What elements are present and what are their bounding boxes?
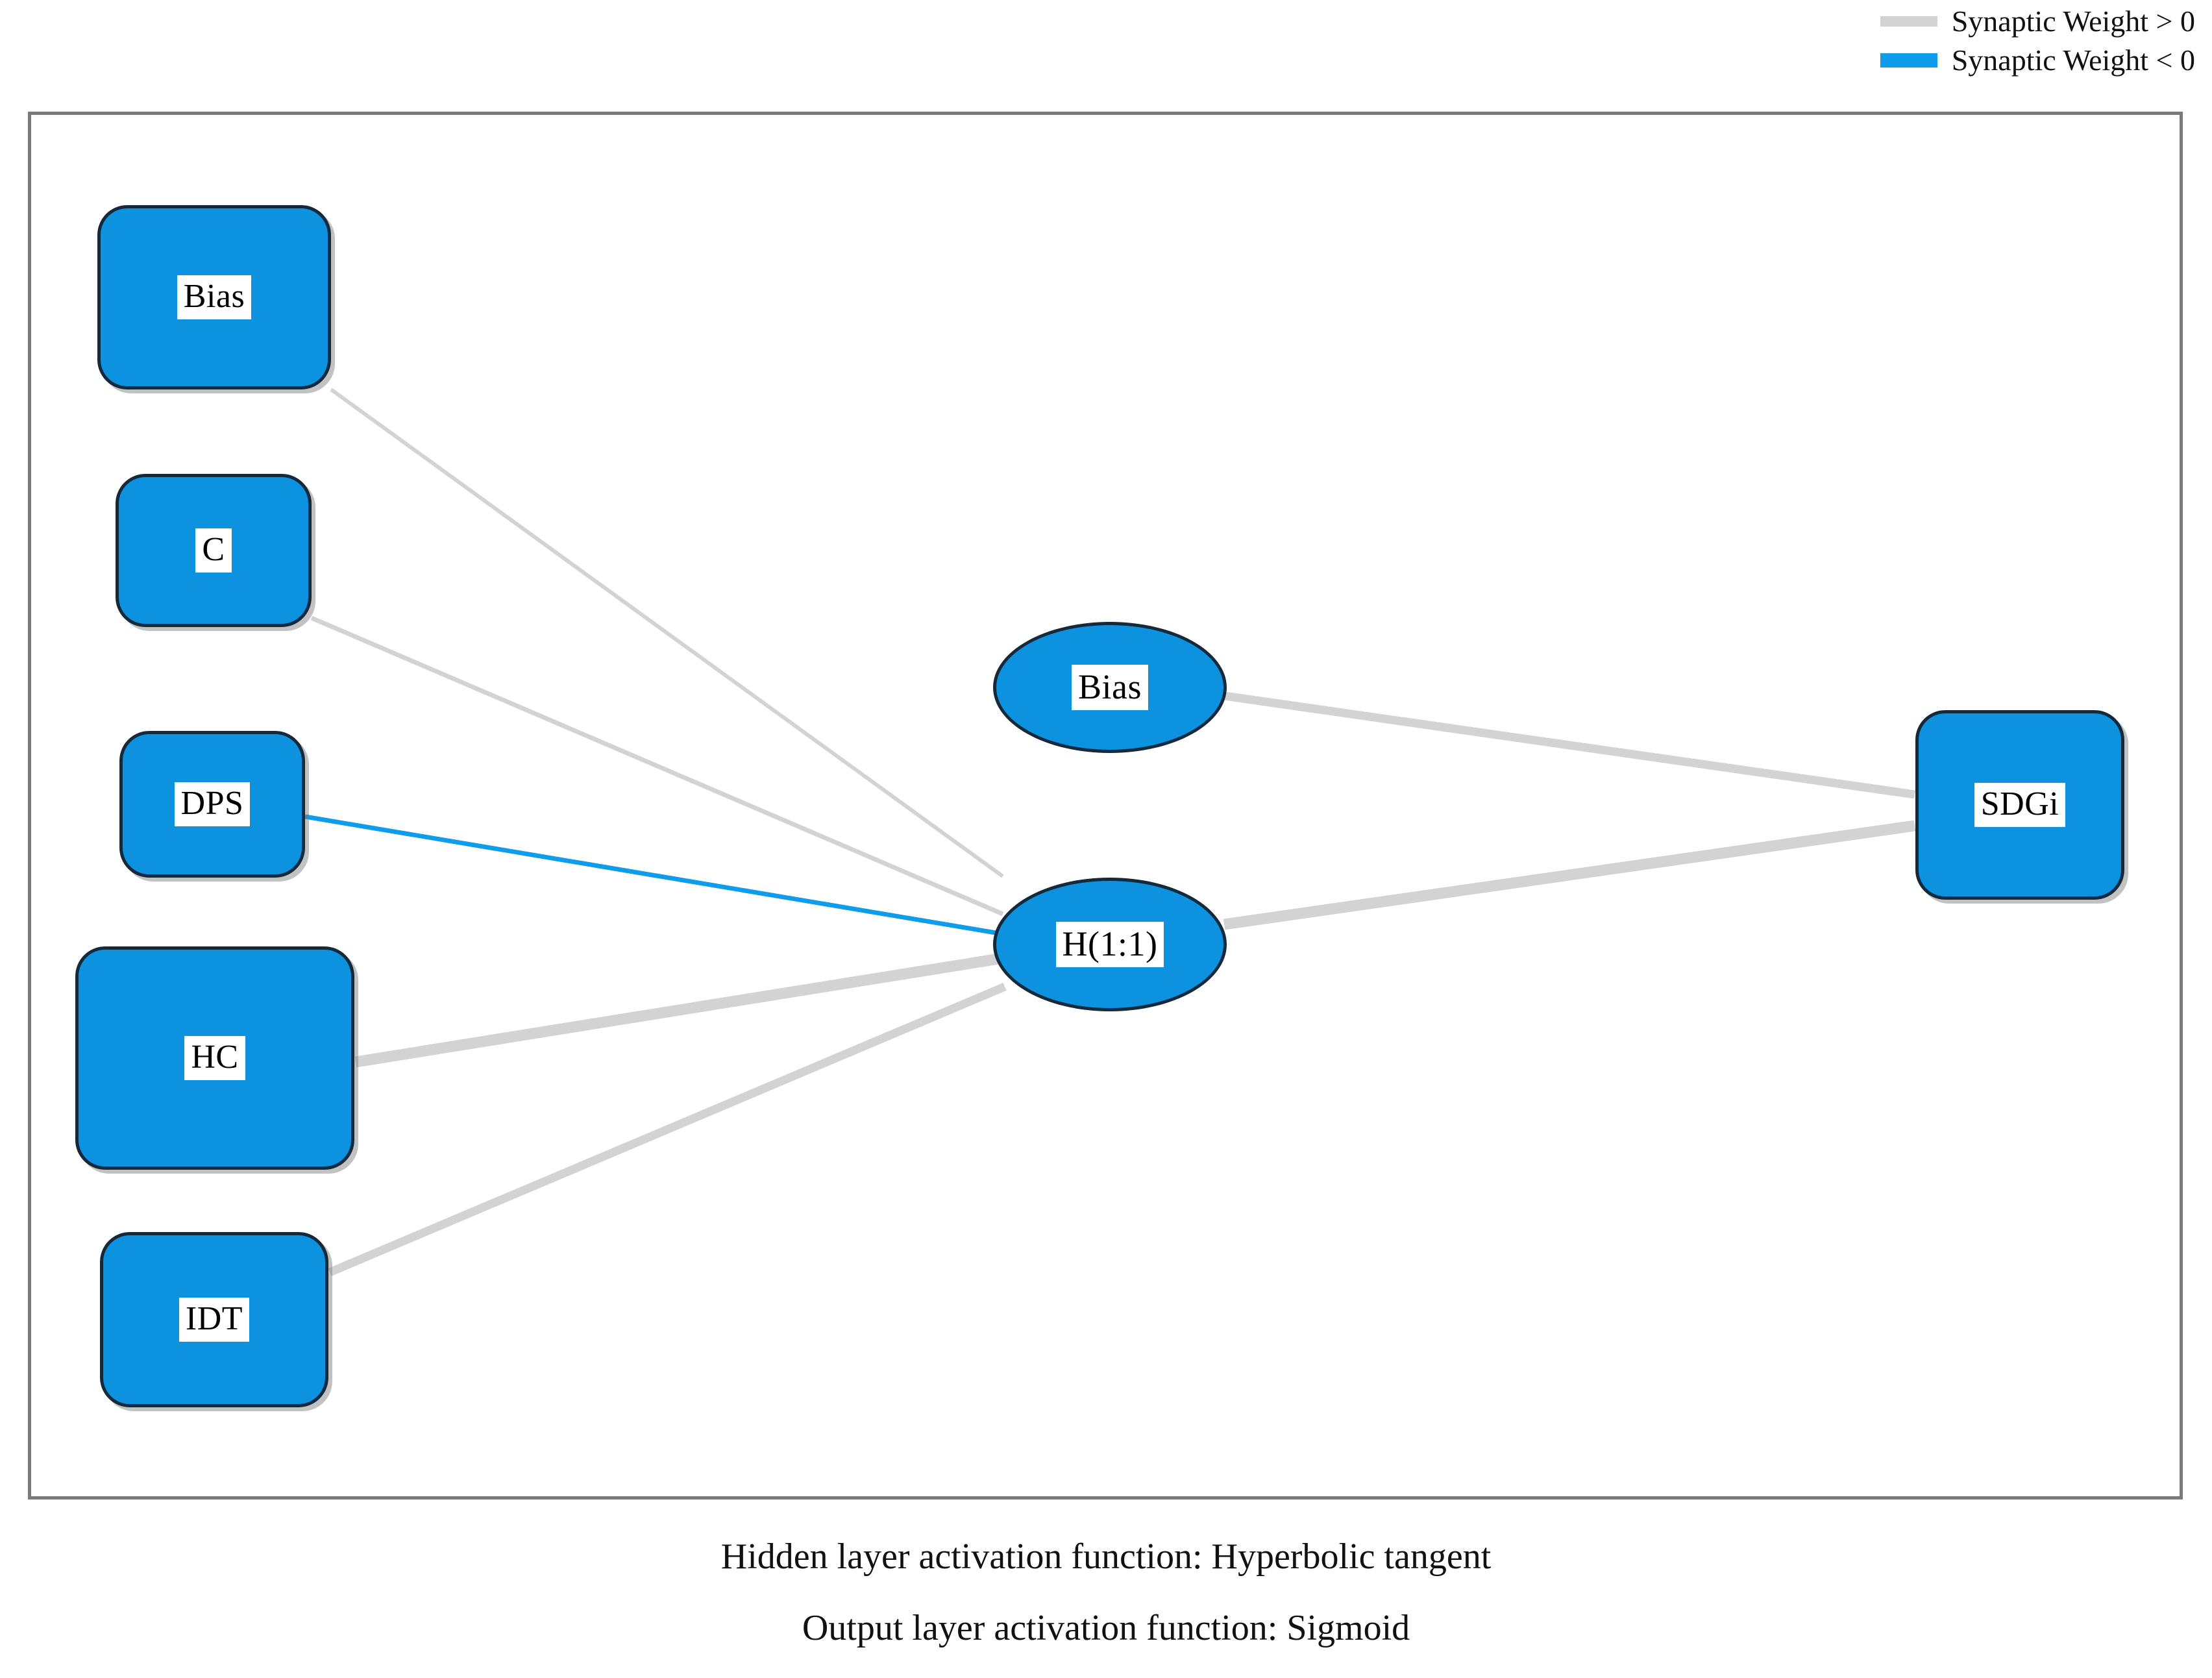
node-in_hc[interactable]: HC (75, 946, 354, 1170)
node-label-in_dps: DPS (174, 782, 251, 827)
node-in_bias[interactable]: Bias (97, 205, 331, 389)
legend-swatch-positive-icon (1880, 16, 1937, 27)
node-label-h_bias: Bias (1071, 664, 1148, 711)
legend-item-positive: Synaptic Weight > 0 (1880, 6, 2195, 36)
node-label-h_1_1: H(1:1) (1055, 921, 1164, 968)
hidden-activation-caption: Hidden layer activation function: Hyperb… (720, 1536, 1492, 1577)
node-in_c[interactable]: C (116, 474, 312, 627)
node-in_dps[interactable]: DPS (119, 731, 305, 878)
node-out_sdgi[interactable]: SDGi (1915, 710, 2124, 900)
node-label-out_sdgi: SDGi (1974, 782, 2066, 828)
node-in_idt[interactable]: IDT (100, 1232, 328, 1407)
legend: Synaptic Weight > 0 Synaptic Weight < 0 (1880, 6, 2195, 75)
legend-label-negative: Synaptic Weight < 0 (1951, 43, 2195, 77)
diagram-frame (28, 112, 2183, 1499)
legend-swatch-negative-icon (1880, 53, 1937, 68)
legend-label-positive: Synaptic Weight > 0 (1951, 5, 2195, 38)
legend-item-negative: Synaptic Weight < 0 (1880, 45, 2195, 75)
node-label-in_c: C (195, 528, 232, 573)
node-label-in_bias: Bias (177, 275, 252, 320)
node-h_bias[interactable]: Bias (993, 622, 1227, 753)
node-label-in_hc: HC (184, 1035, 245, 1081)
node-label-in_idt: IDT (178, 1297, 250, 1342)
node-h_1_1[interactable]: H(1:1) (993, 878, 1227, 1011)
output-activation-caption: Output layer activation function: Sigmoi… (802, 1608, 1410, 1648)
